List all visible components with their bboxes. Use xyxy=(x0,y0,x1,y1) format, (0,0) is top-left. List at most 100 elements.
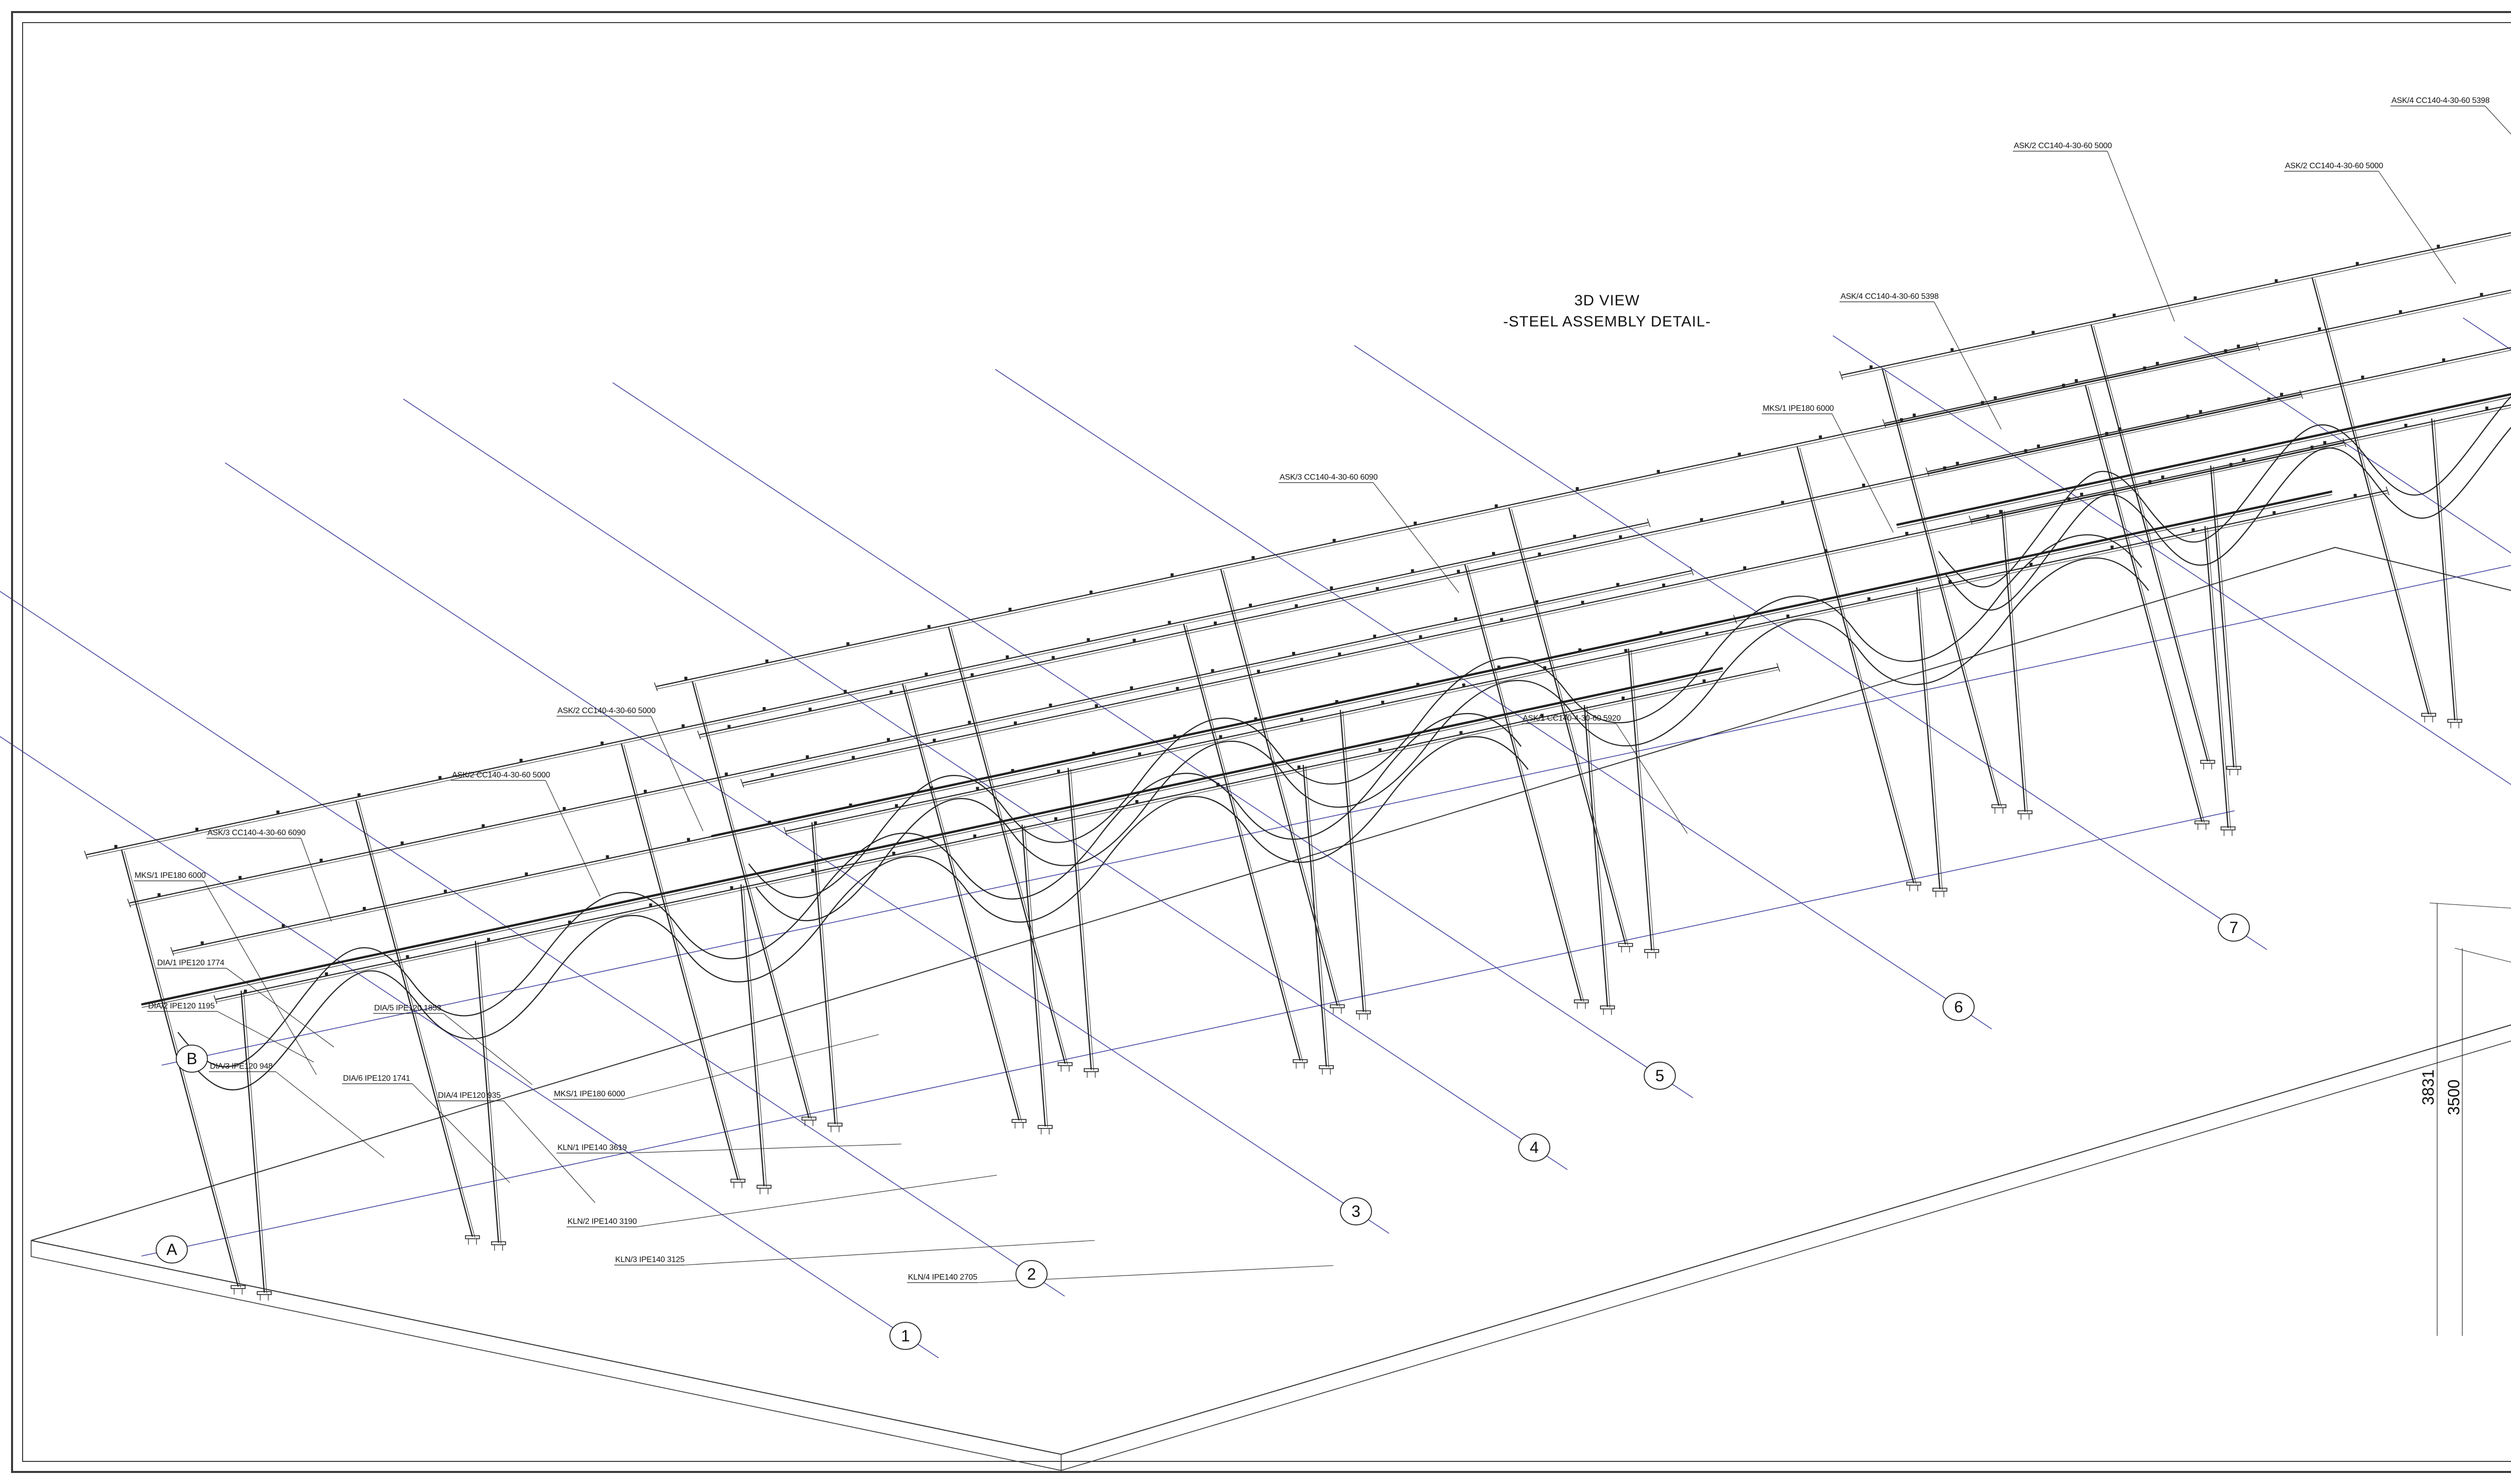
panel-clamp xyxy=(1619,535,1622,538)
purlin-endcap xyxy=(1882,419,1886,428)
kln-leg xyxy=(1628,648,1652,951)
carport-row-1 xyxy=(84,518,1780,1301)
panel-clamp xyxy=(1869,365,1873,369)
panel-clamp xyxy=(811,869,815,872)
grid-bubble xyxy=(1340,1197,1372,1225)
grid-line xyxy=(403,398,1568,1170)
dia-brace xyxy=(2368,396,2511,496)
panel-clamp xyxy=(1457,569,1460,573)
base-plate xyxy=(827,1122,843,1127)
slab-top xyxy=(31,546,2511,1455)
grid-bubble-label: 1 xyxy=(901,1327,910,1345)
dia-brace xyxy=(411,891,678,1016)
base-plate xyxy=(1084,1068,1099,1072)
panel-clamp xyxy=(1535,600,1538,604)
part-label-leader xyxy=(443,1013,533,1085)
panel-clamp xyxy=(1700,518,1703,521)
purlin-edge xyxy=(130,573,1692,906)
panel-clamp xyxy=(1459,731,1463,734)
purlin xyxy=(785,490,2387,832)
panel-clamp xyxy=(1130,686,1133,690)
part-label-leader xyxy=(275,1071,385,1158)
kln-leg xyxy=(2311,278,2430,715)
panel-clamp xyxy=(1867,597,1871,601)
panel-clamp xyxy=(114,845,118,848)
grid-line xyxy=(995,369,1992,1030)
panel-clamp xyxy=(1381,701,1385,704)
purlin-edge xyxy=(1928,350,2511,475)
panel-clamp xyxy=(1492,552,1495,555)
panel-clamp xyxy=(2485,406,2488,410)
panel-clamp xyxy=(2437,245,2440,248)
panel-clamp xyxy=(1054,817,1058,821)
part-label: ASK/2 CC140-4-30-60 5000 xyxy=(452,771,550,779)
panel-clamp xyxy=(1414,521,1417,525)
panel-clamp xyxy=(1462,683,1465,687)
panel-clamp xyxy=(1951,348,1954,352)
purlin-endcap xyxy=(1647,518,1651,527)
purlin-endcap xyxy=(1839,371,1843,380)
purlin-edge xyxy=(86,525,1649,858)
purlin-endcap xyxy=(1776,663,1780,672)
panel-clamp xyxy=(1994,396,1997,400)
grid-bubbles: AB123456789101112 xyxy=(156,914,2250,1350)
panel-clamp xyxy=(1170,573,1174,577)
panel-clamp xyxy=(2361,375,2364,379)
panel-clamp xyxy=(687,838,690,841)
purlin-endcap xyxy=(654,682,658,692)
dia-brace xyxy=(958,772,1240,900)
base-plate xyxy=(1038,1125,1053,1129)
purlin xyxy=(656,345,2258,688)
purlin-endcap xyxy=(1690,566,1694,576)
panel-clamp xyxy=(1543,666,1547,669)
panel-clamp xyxy=(1373,634,1377,638)
dia-brace xyxy=(1938,471,2148,588)
purlin-edge xyxy=(743,444,2345,786)
kln-leg xyxy=(902,683,1020,1121)
carport-row-3 xyxy=(1839,232,2511,820)
grid-line xyxy=(0,591,1065,1297)
panel-clamp xyxy=(930,786,934,789)
part-label: ASK/3 CC140-4-30-60 6090 xyxy=(1280,473,1378,482)
panel-clamp xyxy=(2194,296,2197,300)
part-label-leader xyxy=(203,880,317,1075)
purlin xyxy=(129,570,1692,904)
panel-clamp xyxy=(1657,470,1660,473)
dimension-text: 3831 xyxy=(2419,1069,2437,1105)
base-plate xyxy=(730,1179,746,1183)
panel-clamp xyxy=(814,821,817,825)
kln-leg-edge xyxy=(2213,466,2237,769)
panel-clamp xyxy=(889,690,893,694)
grid-bubble xyxy=(1015,1260,1048,1288)
panel-clamp xyxy=(319,858,323,862)
part-label: ASK/1 CC140-4-30-60 5920 xyxy=(1523,714,1621,723)
panel-clamp xyxy=(1332,538,1336,542)
kln-leg-edge xyxy=(743,885,767,1188)
dia-brace xyxy=(2147,424,2369,543)
panel-clamp xyxy=(649,903,652,906)
panel-clamp xyxy=(895,804,898,808)
panel-clamp xyxy=(1168,621,1171,624)
purlin xyxy=(742,441,2344,784)
purlin xyxy=(1884,289,2511,424)
panel-clamp xyxy=(1176,687,1179,690)
kln-leg xyxy=(1067,767,1092,1070)
panel-clamp xyxy=(1416,682,1420,686)
panel-clamp xyxy=(1135,800,1138,803)
kln-leg xyxy=(1882,369,2000,806)
base-plate xyxy=(1356,1010,1371,1014)
part-label-leader xyxy=(545,780,601,897)
grid-bubble xyxy=(1518,1133,1550,1162)
panel-clamp xyxy=(2191,528,2195,532)
kln-leg-edge xyxy=(1586,706,1611,1008)
panel-clamp xyxy=(282,924,285,928)
part-label: DIA/6 IPE120 1741 xyxy=(343,1074,410,1083)
kln-leg xyxy=(2001,510,2026,812)
panel-clamp xyxy=(846,642,850,645)
panel-clamp xyxy=(849,803,852,807)
kln-leg-edge xyxy=(951,628,1068,1065)
view-title: 3D VIEW xyxy=(1574,292,1640,309)
base-plate xyxy=(1932,887,1948,892)
panel-clamp xyxy=(852,756,855,759)
